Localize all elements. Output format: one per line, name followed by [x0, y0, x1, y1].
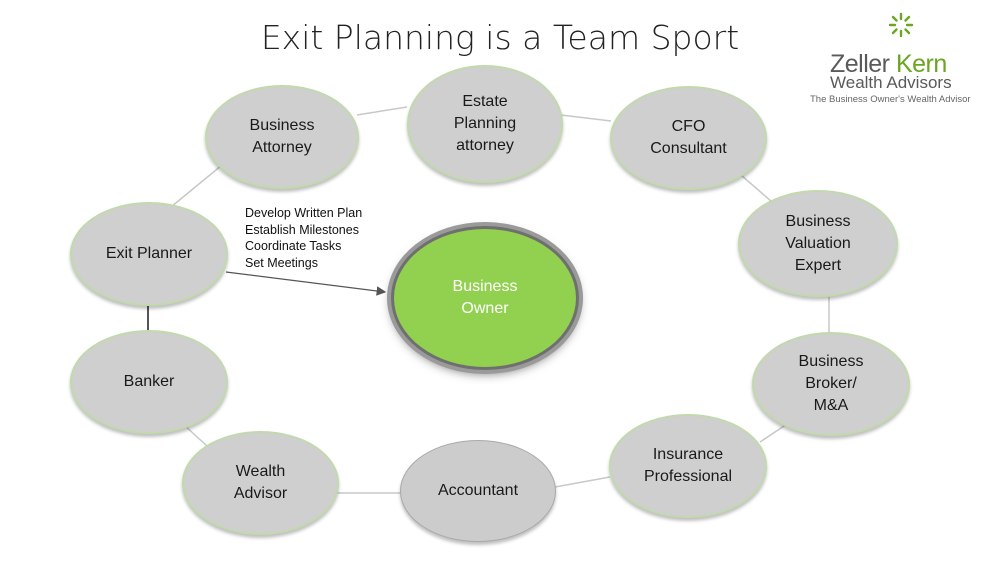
node-label: Business Attorney: [249, 117, 315, 156]
node-label: Accountant: [437, 482, 519, 499]
node-wealth-advisor: Wealth Advisor: [182, 431, 339, 535]
node-label: Estate Planning attorney: [453, 93, 517, 154]
node-label: Business Broker/ M&A: [798, 353, 864, 414]
task-item: Set Meetings: [245, 255, 318, 270]
node-accountant: Accountant: [400, 440, 556, 542]
node-business-valuation-expert: Business Valuation Expert: [738, 190, 898, 297]
node-label: Wealth Advisor: [233, 463, 288, 502]
connector-line: [554, 476, 611, 488]
node-business-attorney: Business Attorney: [205, 85, 359, 189]
task-item: Establish Milestones: [245, 222, 359, 237]
node-banker: Banker: [70, 330, 228, 434]
connector-line: [182, 423, 208, 447]
company-logo: Zeller Kern Wealth Advisors The Business…: [808, 12, 993, 112]
planner-to-owner-arrow: [225, 271, 387, 296]
page-title: Exit Planning is a Team Sport: [260, 18, 740, 57]
connector-line: [356, 106, 408, 116]
logo-wordmark: Zeller Kern: [830, 50, 947, 79]
node-insurance-professional: Insurance Professional: [609, 414, 767, 518]
task-item: Develop Written Plan: [245, 206, 363, 220]
node-estate-planning-attorney: Estate Planning attorney: [407, 65, 563, 183]
node-label: Insurance Professional: [643, 446, 733, 485]
node-business-owner: Business Owner: [391, 226, 579, 370]
node-label: Business Owner: [452, 278, 518, 317]
node-business-broker: Business Broker/ M&A: [752, 332, 910, 436]
node-exit-planner: Exit Planner: [70, 202, 228, 306]
node-cfo-consultant: CFO Consultant: [610, 86, 767, 190]
connector-line: [170, 164, 223, 208]
node-label: Exit Planner: [105, 245, 193, 262]
task-item: Coordinate Tasks: [245, 239, 342, 253]
logo-subtitle: Wealth Advisors: [830, 73, 952, 92]
node-label: CFO Consultant: [650, 118, 727, 157]
logo-name-first: Zeller: [830, 50, 896, 78]
starburst-icon: [888, 12, 914, 38]
logo-tagline: The Business Owner's Wealth Advisor: [810, 94, 971, 105]
node-label: Business Valuation Expert: [785, 212, 851, 274]
logo-name-second: Kern: [895, 50, 947, 78]
connector-line: [740, 174, 773, 203]
connector-line: [560, 114, 612, 122]
node-label: Banker: [123, 373, 175, 390]
planner-task-list: Develop Written Plan Establish Milestone…: [245, 205, 362, 271]
